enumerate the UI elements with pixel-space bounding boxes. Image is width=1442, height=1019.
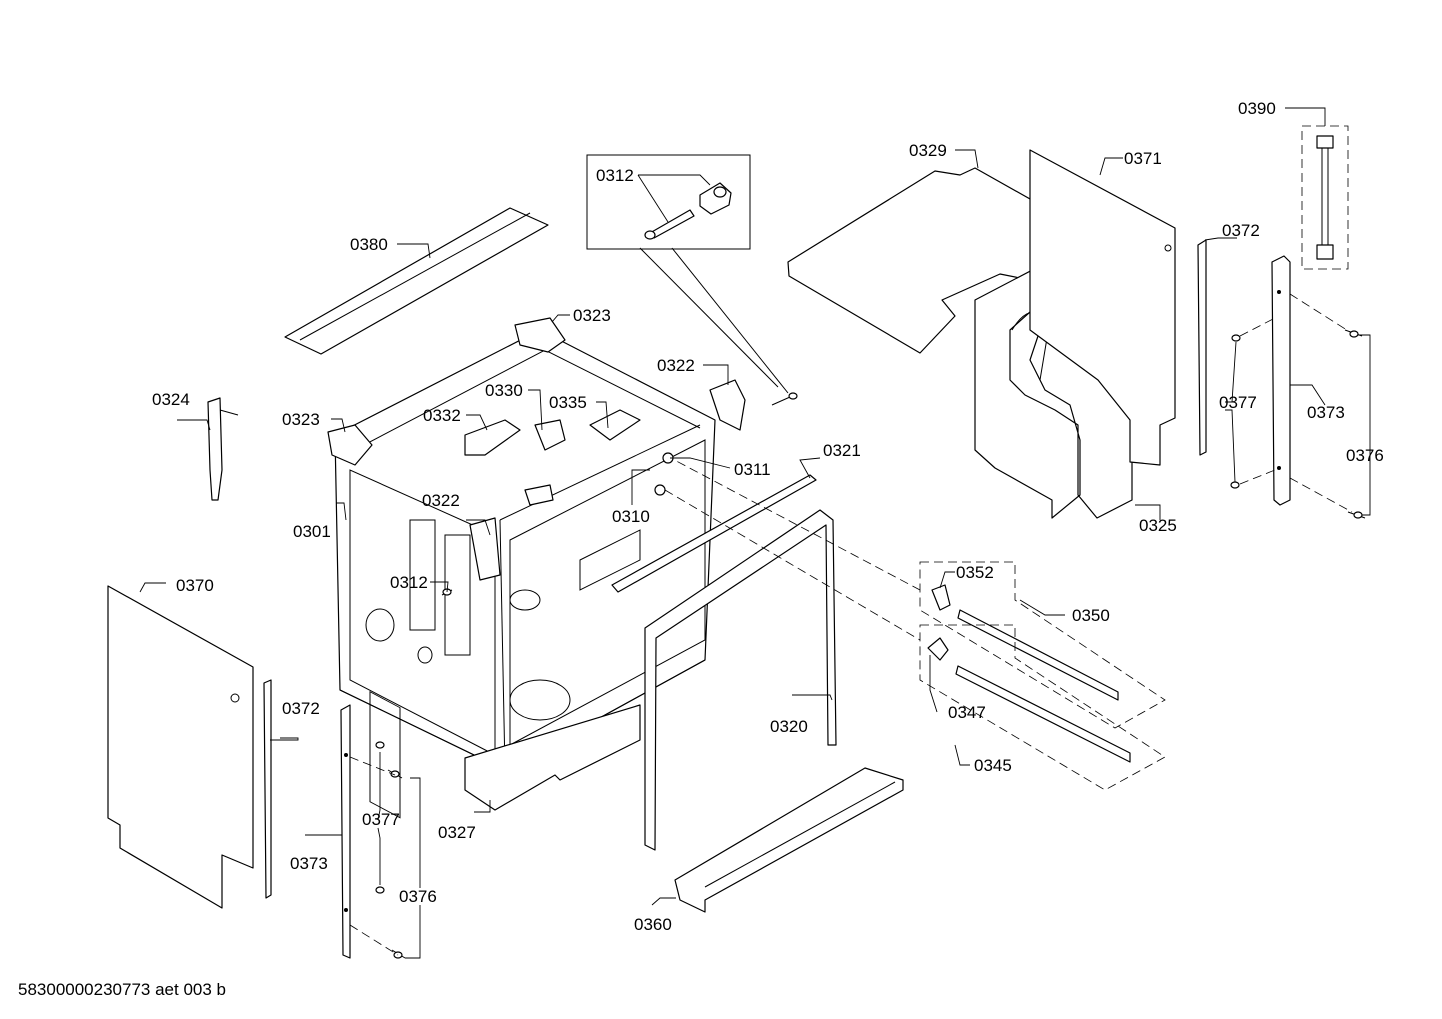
detail-inset-0312 xyxy=(586,154,789,394)
part-0373-left-shape xyxy=(340,704,351,959)
part-0371-shape xyxy=(1029,149,1176,466)
screws-0377-right xyxy=(1230,317,1276,489)
label-0324: 0324 xyxy=(152,390,190,409)
label-0332: 0332 xyxy=(423,406,461,425)
screws-0376-right xyxy=(1289,293,1366,519)
label-0371: 0371 xyxy=(1124,149,1162,168)
screws-left-0376-0377 xyxy=(349,741,406,959)
part-0373-right-shape xyxy=(1271,255,1291,506)
label-0320: 0320 xyxy=(770,717,808,736)
label-0329: 0329 xyxy=(909,141,947,160)
label-0322-top: 0322 xyxy=(657,356,695,375)
part-0321-shape xyxy=(611,474,817,593)
part-0372-right-shape xyxy=(1197,239,1207,456)
screw-part xyxy=(644,209,695,240)
document-reference: 58300000230773 aet 003 b xyxy=(18,980,226,999)
label-0370: 0370 xyxy=(176,576,214,595)
label-0373-right: 0373 xyxy=(1307,403,1345,422)
part-0372-left-shape xyxy=(263,679,272,899)
part-0345-shape xyxy=(919,624,1166,791)
label-0312-inset: 0312 xyxy=(596,166,634,185)
part-0347-shape xyxy=(927,637,949,661)
part-0360-shape xyxy=(674,767,904,913)
label-0322-mid: 0322 xyxy=(422,491,460,510)
part-0352-shape xyxy=(931,584,951,611)
label-0373-left: 0373 xyxy=(290,854,328,873)
label-0380: 0380 xyxy=(350,235,388,254)
label-0321: 0321 xyxy=(823,441,861,460)
part-0380-shape xyxy=(284,207,549,355)
label-0335: 0335 xyxy=(549,393,587,412)
label-0330: 0330 xyxy=(485,381,523,400)
projection-lines xyxy=(664,454,921,641)
part-0327-shape xyxy=(464,704,641,811)
label-0377-left: 0377 xyxy=(362,810,400,829)
label-0327: 0327 xyxy=(438,823,476,842)
part-0324-shape xyxy=(207,397,239,501)
label-0350: 0350 xyxy=(1072,606,1110,625)
label-0347: 0347 xyxy=(948,703,986,722)
label-0345: 0345 xyxy=(974,756,1012,775)
part-0390-shape xyxy=(1301,125,1349,270)
small-parts xyxy=(327,317,798,596)
label-0310: 0310 xyxy=(612,507,650,526)
knob-part xyxy=(699,182,732,215)
label-0377-right: 0377 xyxy=(1219,393,1257,412)
label-0312-mid: 0312 xyxy=(390,573,428,592)
label-0311: 0311 xyxy=(734,460,771,479)
label-0301: 0301 xyxy=(293,522,331,541)
label-0376-right: 0376 xyxy=(1346,446,1384,465)
part-labels: 0390 0329 0371 0312 0372 0380 0323 0322 … xyxy=(152,99,1384,934)
label-0325: 0325 xyxy=(1139,516,1177,535)
label-0352: 0352 xyxy=(956,563,994,582)
label-0372-left: 0372 xyxy=(282,699,320,718)
part-0320-shape xyxy=(644,509,837,851)
part-0370-shape xyxy=(107,585,254,909)
label-0376-left: 0376 xyxy=(399,887,437,906)
label-0360: 0360 xyxy=(634,915,672,934)
label-0372-right: 0372 xyxy=(1222,221,1260,240)
leader-lines xyxy=(139,107,1371,959)
part-0350-shape xyxy=(919,561,1166,729)
label-0323-top: 0323 xyxy=(573,306,611,325)
label-0390: 0390 xyxy=(1238,99,1276,118)
label-0323-left: 0323 xyxy=(282,410,320,429)
